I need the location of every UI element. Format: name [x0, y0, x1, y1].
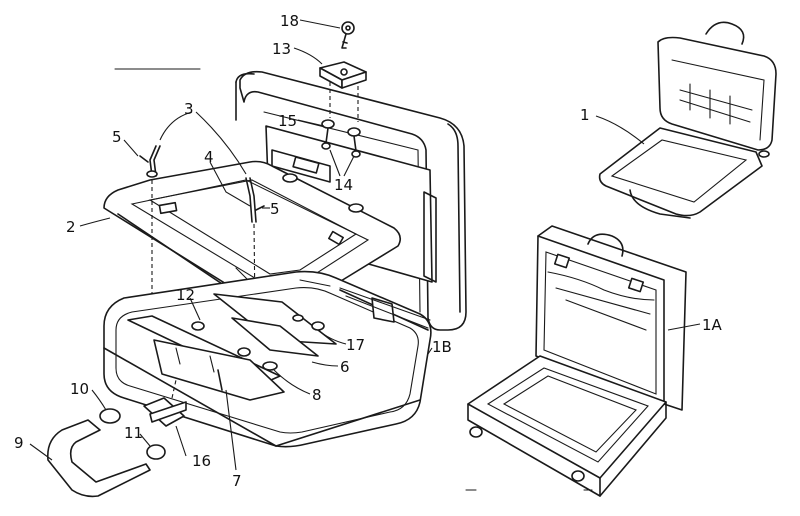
callout-4: 4: [204, 148, 214, 166]
callout-5-right: 5: [270, 200, 280, 218]
callout-12: 12: [176, 286, 195, 304]
callout-9: 9: [14, 434, 24, 452]
callout-13: 13: [272, 40, 291, 58]
lock-assembly: [319, 61, 367, 122]
callout-17: 17: [346, 336, 365, 354]
rivets: [321, 119, 361, 158]
callout-10: 10: [70, 380, 89, 398]
hard-case-view: [467, 225, 687, 497]
leader-lines: [29, 19, 701, 471]
callout-7: 7: [232, 472, 242, 490]
callout-6: 6: [340, 358, 350, 376]
key-icon: [341, 21, 355, 49]
callout-11: 11: [124, 424, 143, 442]
callout-1: 1: [580, 106, 590, 124]
callout-16: 16: [192, 452, 211, 470]
callout-14: 14: [334, 176, 353, 194]
callout-18: 18: [280, 12, 299, 30]
hinge: [299, 279, 431, 329]
inner-bracket: [191, 293, 337, 357]
callout-labels: 18 13 3 5 4 15 14 5 2 1 1A 12 17 6 1B 8 …: [14, 12, 723, 490]
callout-2: 2: [66, 218, 76, 236]
handle-mount: [143, 379, 187, 427]
callout-15: 15: [278, 112, 297, 130]
callout-1b: 1B: [432, 338, 452, 356]
latch-plate: [127, 315, 285, 401]
soft-bag-view: [598, 21, 777, 219]
tray: [103, 160, 402, 306]
callout-1a: 1A: [702, 316, 723, 334]
callout-8: 8: [312, 386, 322, 404]
carry-handle: [46, 408, 166, 498]
callout-3: 3: [184, 100, 194, 118]
callout-5-left: 5: [112, 128, 122, 146]
